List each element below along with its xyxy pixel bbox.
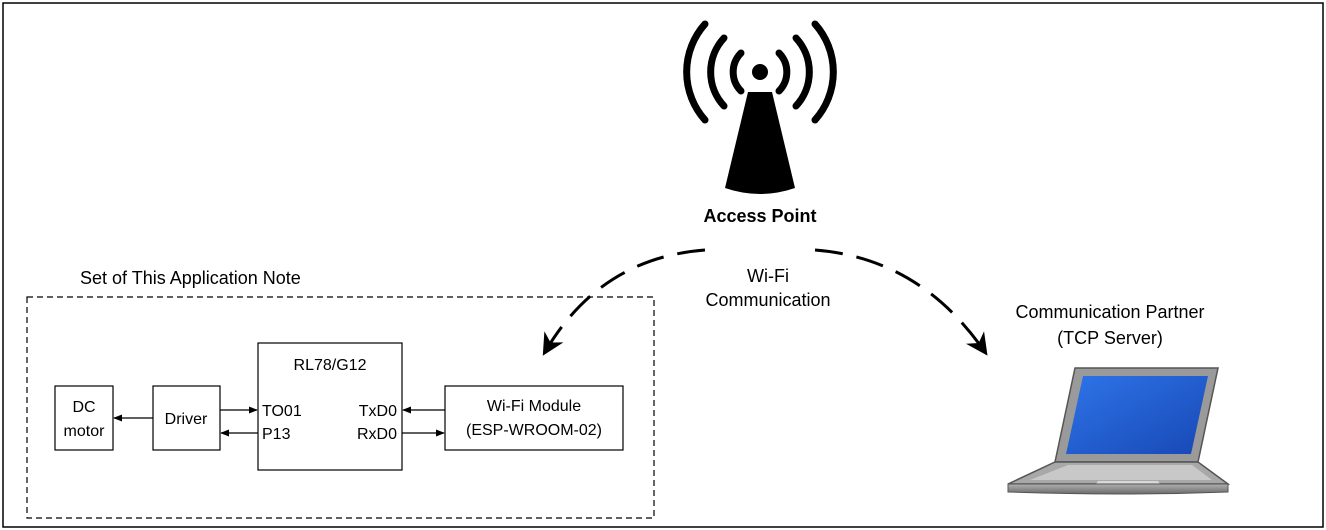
- mcu-title: RL78/G12: [294, 357, 367, 374]
- dc-motor-label-line2: motor: [64, 423, 106, 440]
- pin-rxd0: RxD0: [357, 426, 397, 443]
- pin-p13: P13: [262, 426, 291, 443]
- wifi-arc-to-module: [542, 248, 706, 356]
- laptop-icon: [1007, 367, 1231, 495]
- partner-label-line2: (TCP Server): [1057, 328, 1163, 348]
- wifi-module-block: [444, 385, 624, 451]
- dc-motor-label-line1: DC: [72, 399, 95, 416]
- access-point-label: Access Point: [703, 206, 816, 226]
- dc-motor-block: [54, 385, 114, 451]
- wifi-arc-to-partner: [814, 248, 988, 356]
- app-set-title: Set of This Application Note: [80, 268, 301, 288]
- partner-label-line1: Communication Partner: [1015, 302, 1204, 322]
- pin-txd0: TxD0: [359, 403, 397, 420]
- pin-to01: TO01: [262, 403, 302, 420]
- wifi-module-label-line2: (ESP-WROOM-02): [466, 422, 602, 439]
- wifi-label-line2: Communication: [705, 290, 830, 310]
- app-set-boundary: [26, 296, 655, 519]
- wifi-module-label-line1: Wi-Fi Module: [487, 398, 581, 415]
- access-point-icon: [683, 20, 837, 194]
- wifi-label-line1: Wi-Fi: [747, 266, 789, 286]
- driver-label: Driver: [165, 411, 208, 428]
- mcu-block: [257, 342, 403, 471]
